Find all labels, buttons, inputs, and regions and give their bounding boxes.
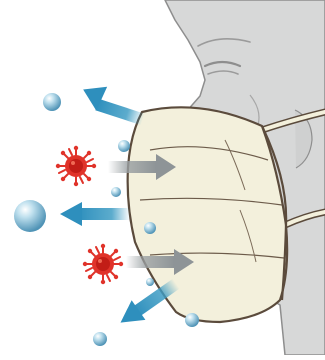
virus-icon xyxy=(83,244,123,284)
droplet-icon xyxy=(118,140,130,152)
arrow-icon xyxy=(114,279,180,333)
arrow-icon xyxy=(60,202,130,226)
droplet-icon xyxy=(185,313,199,327)
droplet-icon xyxy=(111,187,121,197)
arrow-icon xyxy=(78,80,144,125)
droplet-icon xyxy=(14,200,46,232)
droplet-icon xyxy=(43,93,61,111)
droplet-icon xyxy=(144,222,156,234)
face-mask xyxy=(128,107,288,322)
droplet-icon xyxy=(146,278,154,286)
virus-icon xyxy=(56,146,96,186)
droplet-icon xyxy=(93,332,107,346)
